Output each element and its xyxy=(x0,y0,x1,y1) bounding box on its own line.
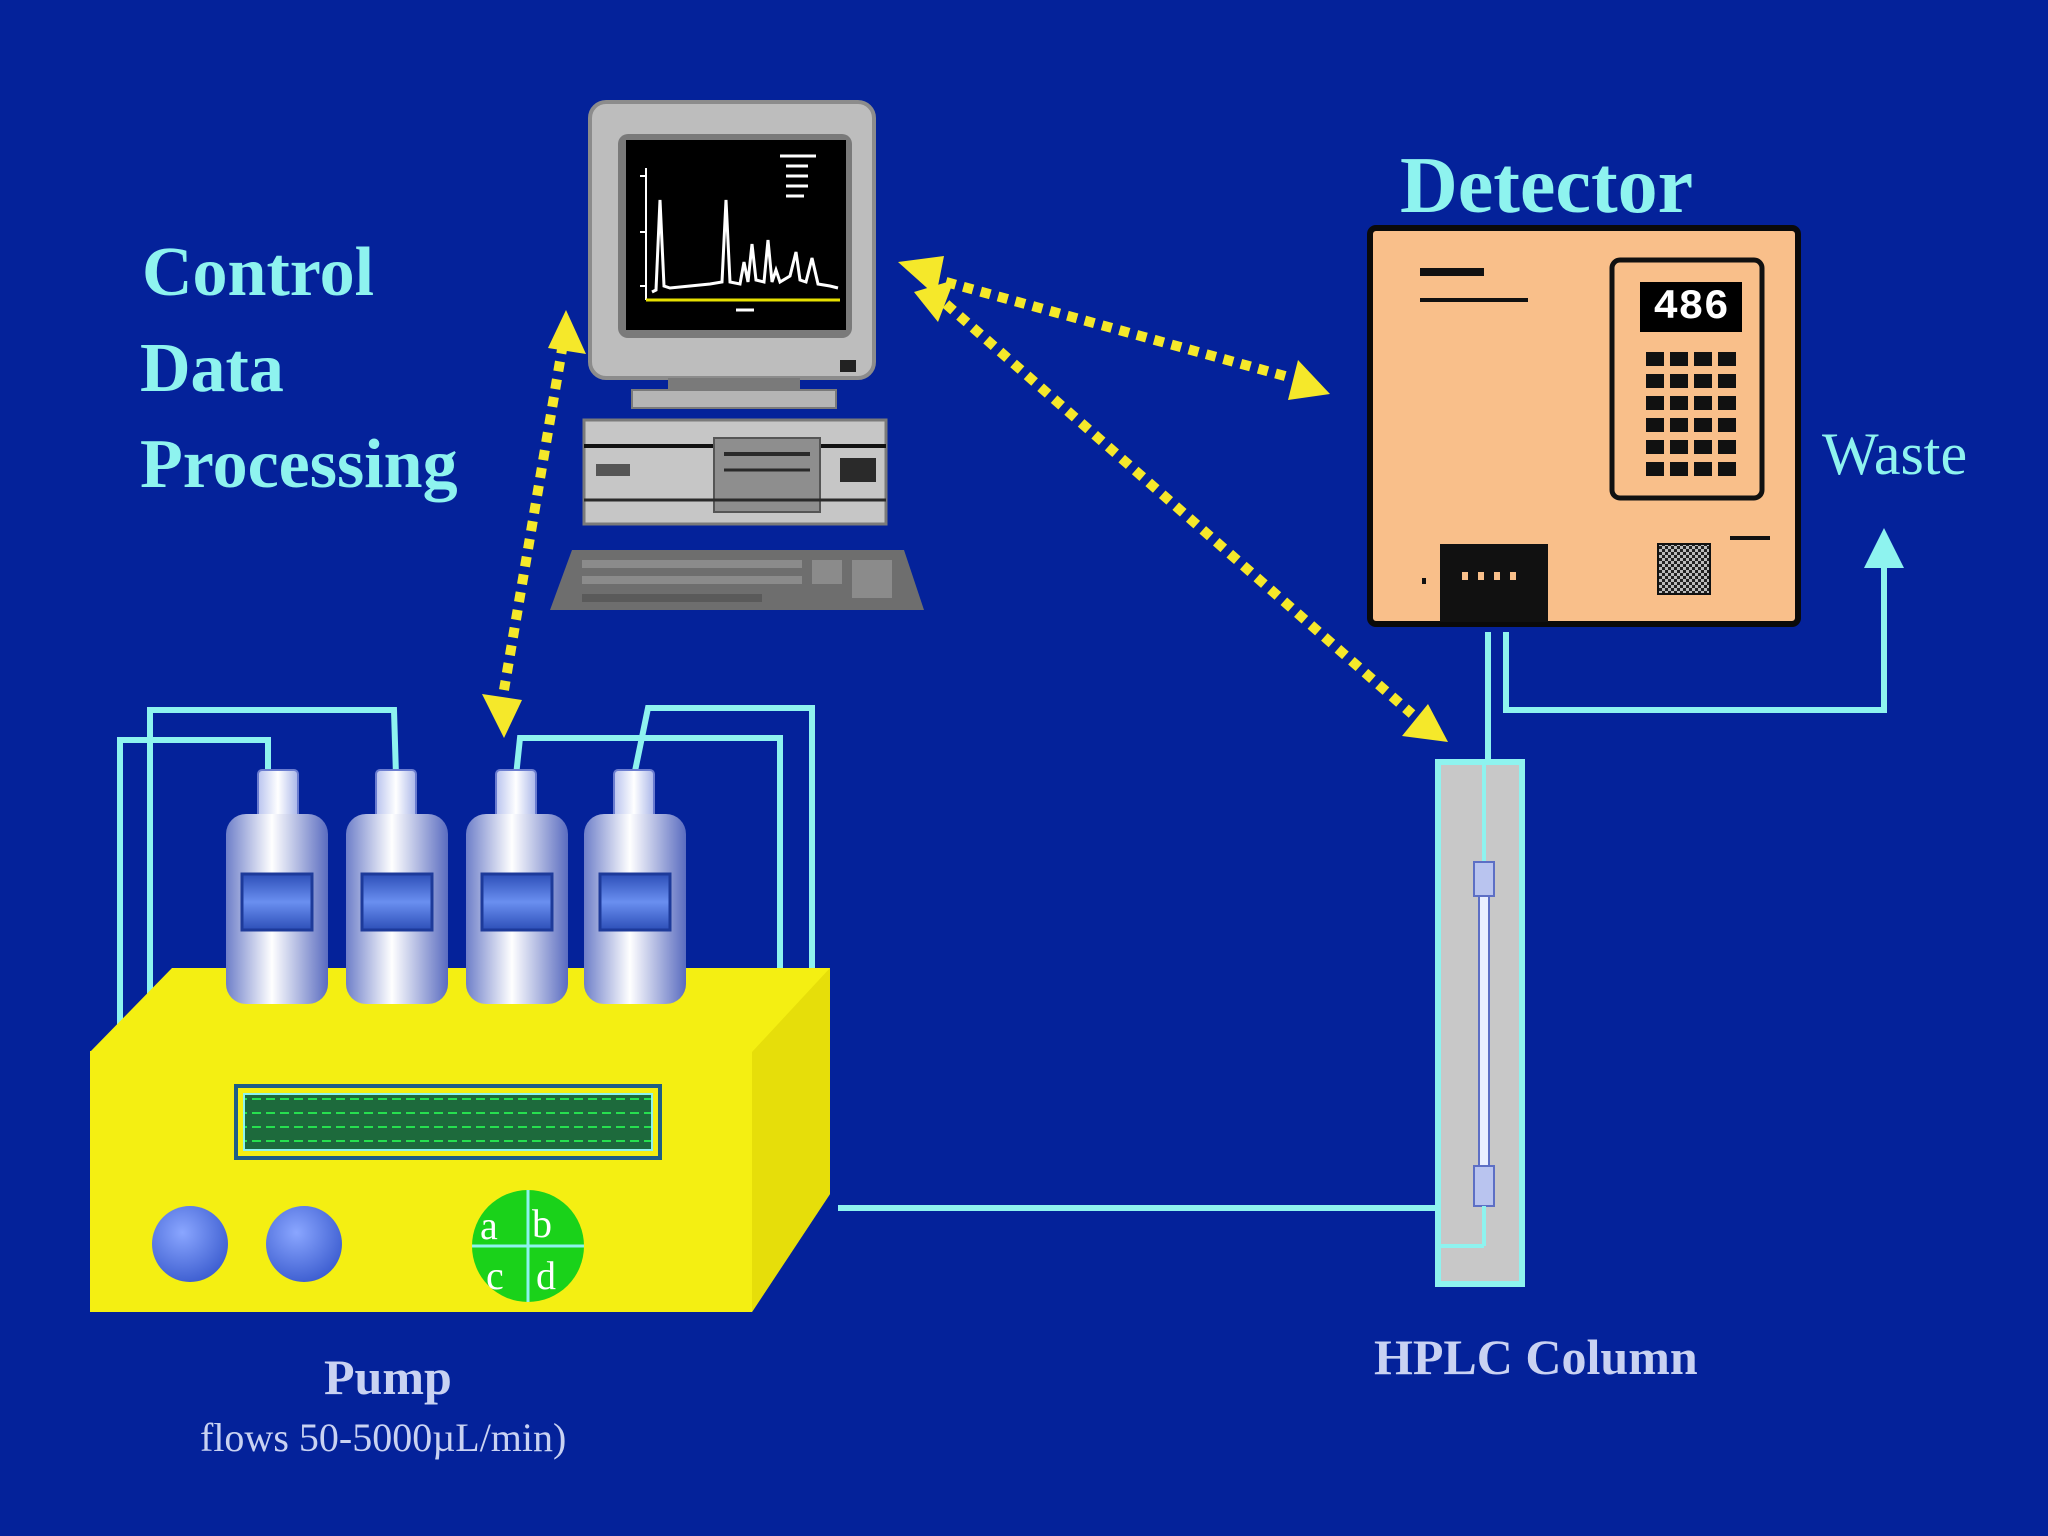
pump-title: Pump xyxy=(324,1349,452,1405)
waste-arrowhead xyxy=(1864,528,1904,568)
valve-port-b: b xyxy=(532,1201,552,1246)
detector-keypad xyxy=(1646,352,1736,476)
pump-knob-right xyxy=(266,1206,342,1282)
detector-readout: 486 xyxy=(1640,282,1742,332)
solvent-bottle-icon xyxy=(584,769,686,1004)
valve-selector xyxy=(472,1190,584,1302)
pump-unit-icon xyxy=(90,968,830,1312)
keyboard-icon xyxy=(550,550,924,610)
solvent-bottle-icon xyxy=(466,769,568,1004)
computer-icon xyxy=(582,100,888,526)
detector-title: Detector xyxy=(1400,142,1694,230)
pump-lcd xyxy=(234,1084,662,1160)
pump-knob-left xyxy=(152,1206,228,1282)
valve-port-d: d xyxy=(536,1253,556,1298)
waste-label: Waste xyxy=(1822,421,1968,487)
solvent-bottle-icon xyxy=(346,769,448,1004)
signal-arrows xyxy=(482,256,1448,742)
pump-flow-range: flows 50-5000µL/min) xyxy=(200,1415,567,1460)
column-tube-icon xyxy=(1435,759,1525,1287)
control-label-line-1: Control xyxy=(142,234,375,311)
valve-port-c: c xyxy=(486,1253,504,1298)
valve-port-a: a xyxy=(480,1203,498,1248)
hplc-column-label: HPLC Column xyxy=(1374,1329,1698,1385)
control-label-line-2: Data xyxy=(140,330,284,407)
chromatogram-plot xyxy=(640,154,840,312)
control-label-line-3: Processing xyxy=(140,426,458,503)
solvent-bottle-icon xyxy=(226,769,328,1004)
